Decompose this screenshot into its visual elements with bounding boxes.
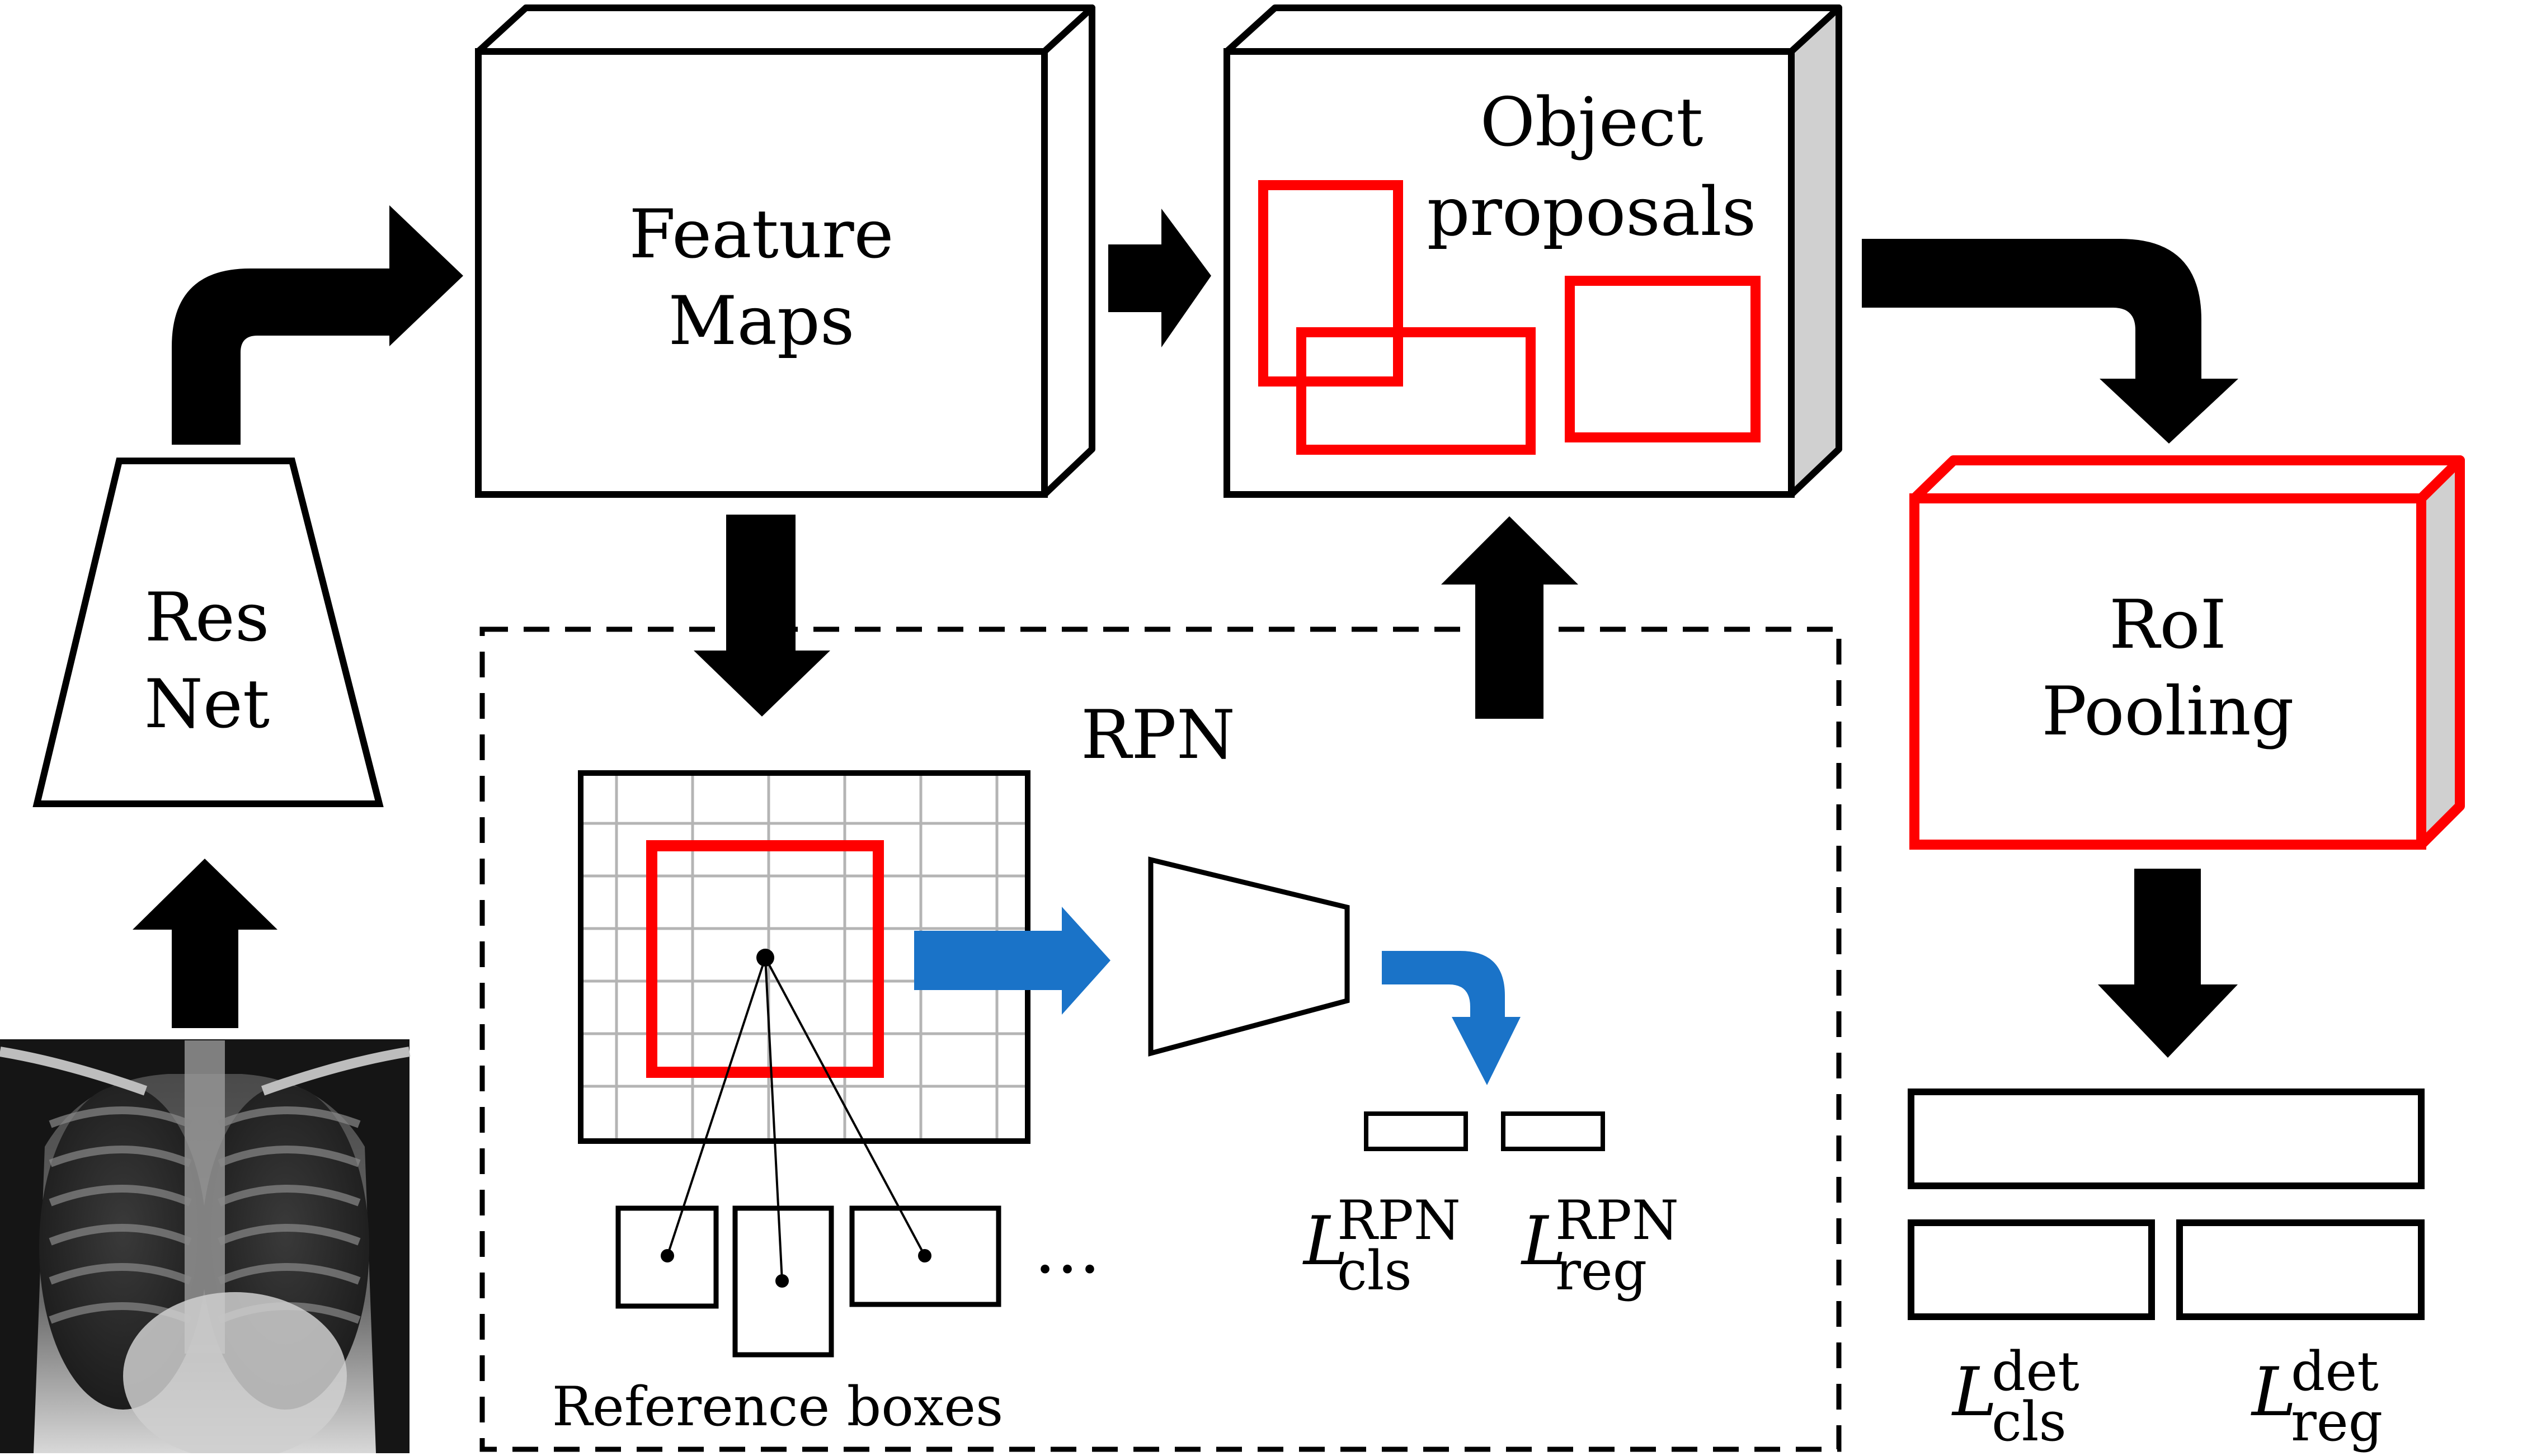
detection-reg-box [2176, 1219, 2425, 1320]
object-proposals-block: Object proposals [1223, 4, 1842, 498]
arrow-resnet-to-feature-maps [172, 205, 463, 445]
loss-rpn-reg-sub: reg [1555, 1240, 1647, 1302]
arrow-up-xray-to-resnet [133, 859, 277, 1028]
loss-det-reg: L det reg [2251, 1340, 2383, 1453]
resnet-label-line2: Net [144, 666, 270, 743]
arrow-roi-to-detection-head [2098, 869, 2238, 1058]
arrow-proposals-to-roi [1862, 239, 2238, 444]
roi-pooling-label-line2: Pooling [2041, 673, 2294, 751]
loss-rpn-cls-symbol: L [1302, 1203, 1348, 1280]
feature-maps-label-line1: Feature [629, 196, 893, 274]
reference-boxes-label: Reference boxes [552, 1375, 1004, 1438]
loss-det-reg-symbol: L [2251, 1354, 2296, 1431]
reference-box-1 [615, 1205, 719, 1309]
object-proposals-label-line2: proposals [1427, 173, 1757, 251]
object-proposals-label-line1: Object [1480, 84, 1703, 162]
rpn-head [1148, 856, 1350, 1057]
detection-head [1908, 1089, 2425, 1320]
arrow-rpn-to-proposals [1441, 516, 1578, 719]
reference-box-3 [849, 1205, 1001, 1307]
reference-boxes: … Reference boxes [552, 957, 1101, 1438]
feature-maps-block: Feature Maps [475, 4, 1095, 498]
loss-det-cls-sup: det [1992, 1340, 2079, 1403]
loss-rpn-reg-sup: RPN [1555, 1189, 1679, 1252]
chest-xray-image [0, 1039, 411, 1456]
loss-det-cls: L det cls [1951, 1340, 2079, 1453]
loss-det-cls-symbol: L [1951, 1354, 1997, 1431]
arrow-rpn-head-to-outputs [1382, 951, 1521, 1085]
proposal-box-1 [1258, 180, 1403, 387]
proposal-box-2 [1296, 327, 1536, 455]
rpn-container [479, 626, 1842, 1452]
sliding-window [646, 840, 884, 1078]
detection-cls-box [1908, 1219, 2155, 1320]
loss-rpn-cls-sub: cls [1337, 1240, 1412, 1302]
arrow-feature-to-proposals [1108, 209, 1211, 347]
resnet-block: Res Net [32, 458, 384, 807]
rpn-cls-output [1364, 1111, 1468, 1151]
loss-rpn-cls: L RPN cls [1302, 1189, 1461, 1302]
arrow-grid-to-rpn-head [914, 907, 1110, 1015]
reference-box-2 [732, 1205, 834, 1358]
roi-pooling-label-line1: RoI [2109, 586, 2227, 664]
loss-rpn-reg: L RPN reg [1521, 1189, 1679, 1302]
rpn-title: RPN [1081, 696, 1235, 774]
loss-det-reg-sup: det [2291, 1340, 2379, 1403]
resnet-label-line1: Res [145, 579, 270, 657]
proposal-box-3 [1565, 276, 1761, 442]
detection-fc-box [1908, 1089, 2425, 1189]
loss-rpn-reg-symbol: L [1521, 1203, 1566, 1280]
loss-det-cls-sub: cls [1992, 1391, 2067, 1453]
loss-rpn-cls-sup: RPN [1337, 1189, 1461, 1252]
arrow-feature-to-rpn [694, 515, 830, 717]
rpn-reg-output [1501, 1111, 1605, 1151]
feature-maps-label-line2: Maps [669, 282, 855, 360]
reference-boxes-ellipsis: … [1034, 1211, 1101, 1289]
roi-pooling-block: RoI Pooling [1909, 455, 2465, 850]
loss-det-reg-sub: reg [2291, 1391, 2383, 1453]
